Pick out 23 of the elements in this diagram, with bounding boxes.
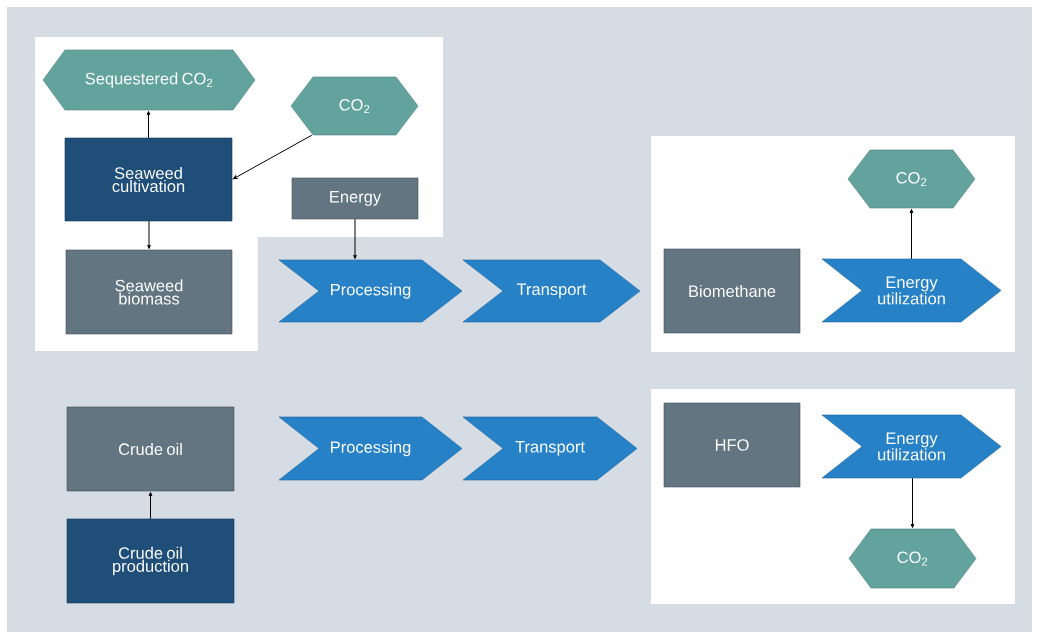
arrow <box>232 134 313 180</box>
arrow <box>146 111 151 139</box>
process-box: HFO <box>663 402 801 488</box>
chevron-step: Transport <box>462 259 641 323</box>
hexagon: CO$_{2}$ <box>848 528 977 589</box>
process-box: Seaweed cultivation <box>64 137 233 222</box>
hexagon: CO$_{2}$ <box>847 149 976 209</box>
chevron-step: Transport <box>462 416 638 481</box>
arrow <box>910 477 915 528</box>
chevron-step: Energy utilization <box>821 414 1002 479</box>
process-box: Crude oil <box>66 406 235 492</box>
process-box: Biomethane <box>663 248 801 334</box>
chevron-step: Processing <box>278 416 463 481</box>
chevron-step: Processing <box>278 259 463 323</box>
chevron-step: Energy utilization <box>821 258 1002 323</box>
arrow <box>353 218 357 259</box>
hexagon: CO$_{2}$ <box>290 76 419 136</box>
process-box: Energy <box>291 177 419 220</box>
process-box: Seaweed biomass <box>65 249 233 335</box>
arrow <box>147 220 151 249</box>
arrow <box>148 492 153 520</box>
process-box: Crude oil production <box>66 518 235 604</box>
arrow <box>909 209 914 260</box>
